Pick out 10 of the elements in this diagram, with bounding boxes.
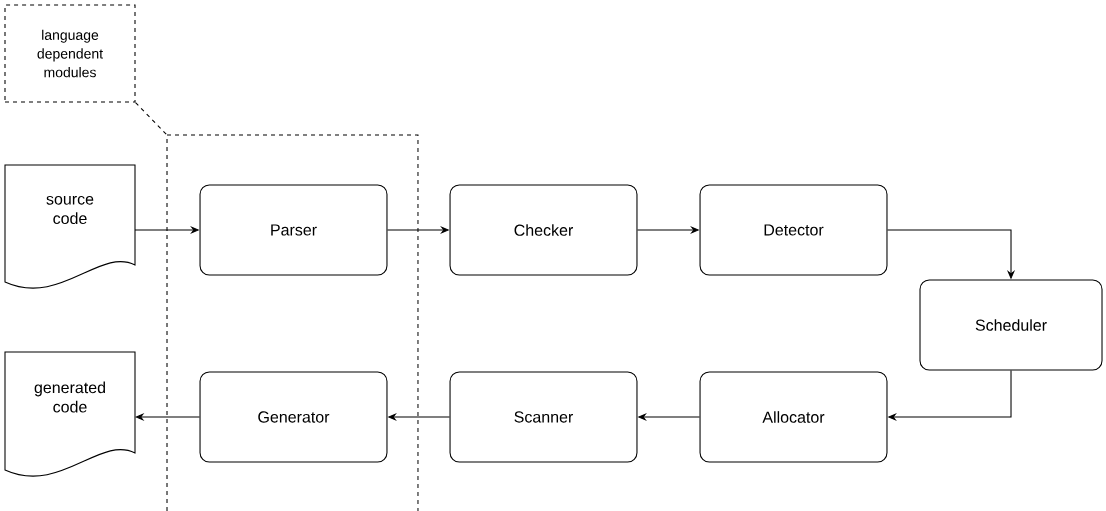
process-box: Generator [199, 371, 388, 463]
note-box: language dependent modules [4, 4, 136, 103]
leader-line [135, 102, 168, 136]
dashed-region [166, 134, 419, 511]
process-box: Detector [699, 184, 888, 276]
process-box: Parser [199, 184, 388, 276]
process-box: Allocator [699, 371, 888, 463]
process-box: Scheduler [919, 279, 1103, 371]
process-box: Scanner [449, 371, 638, 463]
process-box: Checker [449, 184, 638, 276]
